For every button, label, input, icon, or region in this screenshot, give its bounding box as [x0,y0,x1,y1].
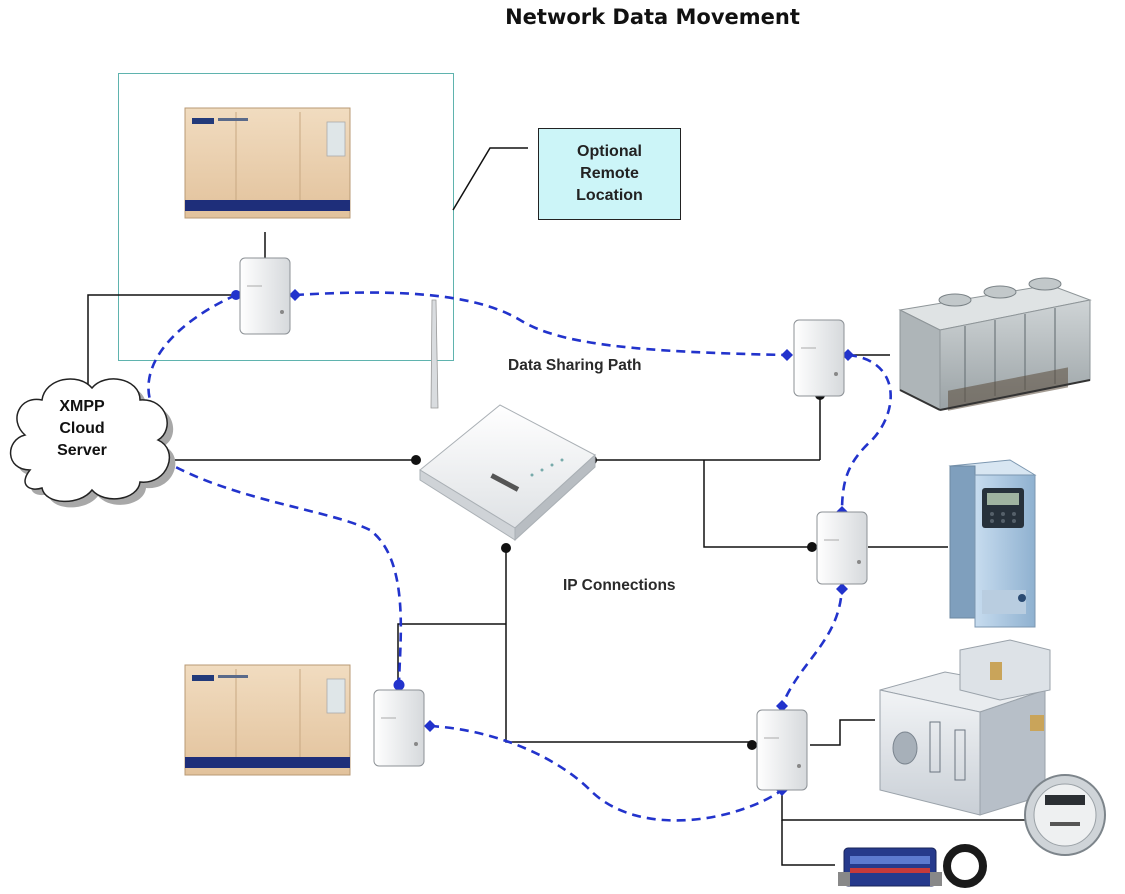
arrowhead [776,700,788,712]
vfd-drive-icon [948,459,1037,628]
gateway-module-icon [816,511,868,585]
router-to-vfd-gateway-line [703,460,812,548]
callout-leader-line [452,147,528,211]
data-path-bottom-to-ahu [429,724,783,822]
router-icon [419,299,596,542]
data-node [231,290,241,300]
gateway-module-icon [756,709,808,791]
data-path-nodes [231,290,405,691]
ahu-gateway-to-ahu [810,719,875,746]
xmpp-cloud-server-label: XMPP Cloud Server [34,396,130,462]
flow-meter-icon [838,844,987,888]
electric-meter-icon [1024,774,1106,856]
air-handler-icon [879,639,1051,816]
ahu-gateway-to-flowmeter [781,820,835,866]
arrowhead [842,349,854,361]
cloud-line-3: Server [57,442,107,459]
callout-line-3: Location [576,187,643,204]
cloud-line-1: XMPP [59,398,105,415]
cloud-line-2: Cloud [59,420,105,437]
data-path-top-to-chiller-gateway [294,291,788,357]
data-node [393,679,405,691]
callout-line-1: Optional [577,143,642,160]
data-path-cloud-to-bottom-gateway [162,458,403,684]
callout-line-2: Remote [580,165,639,182]
bottom-gateway-uplink [397,623,506,684]
generator-icon [184,107,351,219]
data-path-chiller-to-vfd [840,353,892,513]
ip-connections-label: IP Connections [563,577,676,594]
arrowhead [781,349,793,361]
chiller-icon [898,277,1092,411]
diagram-title: Network Data Movement [505,5,800,29]
data-path-vfd-to-ahu [780,582,844,707]
ip-node [501,543,511,553]
remote-location-boundary [118,73,454,361]
gateway-module-icon [793,319,845,397]
arrowhead [289,289,301,301]
data-sharing-path-label: Data Sharing Path [508,357,642,374]
ip-node [747,740,757,750]
ip-node [807,542,817,552]
arrowhead [836,583,848,595]
cloud-icon [9,378,176,508]
optional-remote-location-callout: Optional Remote Location [538,128,681,220]
cloud-to-top-gateway-line [87,294,235,406]
ip-node [411,455,421,465]
generator-icon [184,664,351,776]
gateway-module-icon [373,689,425,767]
arrowhead [424,720,436,732]
gateway-module-icon [239,257,291,335]
